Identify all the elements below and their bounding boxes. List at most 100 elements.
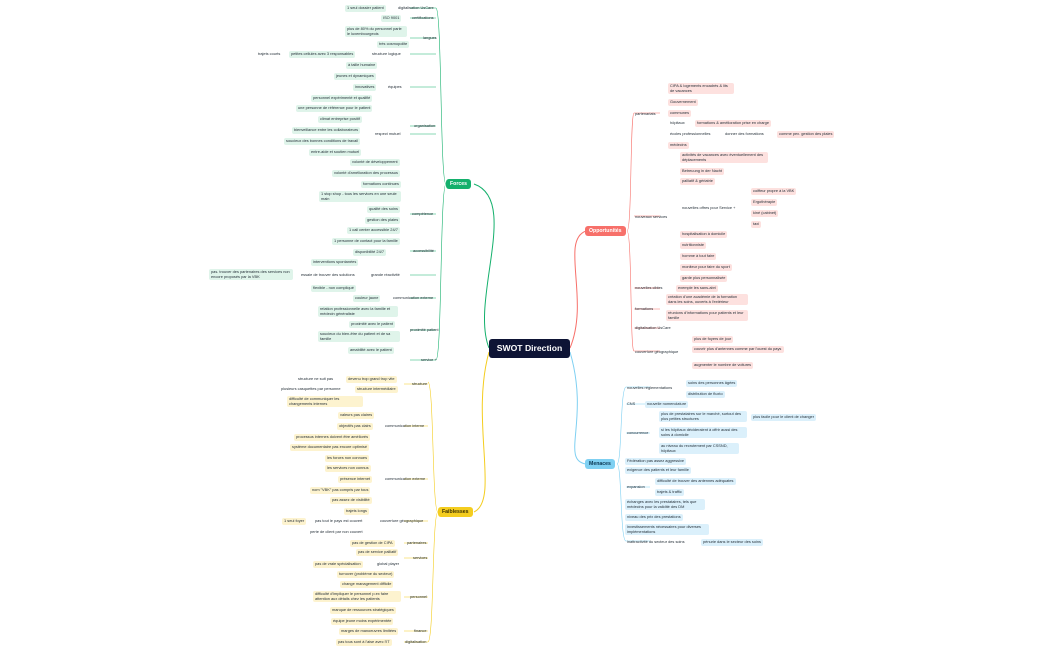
force-group-respect-mutuel[interactable]: respect mutuel xyxy=(375,131,401,136)
faib-group-structure[interactable]: structure xyxy=(412,381,428,386)
branch-faiblesses[interactable]: Faiblesses xyxy=(438,507,473,517)
force-item-bienveillance[interactable]: bienveillance entre les collaborateurs xyxy=(292,127,361,134)
faib-item-pas-vraie-spec[interactable]: pas de vraie spécialisation xyxy=(313,561,363,568)
force-item-interventions[interactable]: interventions spontanées xyxy=(311,259,359,266)
force-item-climat[interactable]: climat entreprise positif xyxy=(318,116,362,123)
force-item-entre-aide[interactable]: entre-aide et soutien mutuel xyxy=(309,149,362,156)
faib-group-partenaires[interactable]: partenaires xyxy=(407,540,427,545)
faib-group-couverture-geo[interactable]: couverture géographique xyxy=(380,518,424,523)
men-item-distribution-fluxo[interactable]: distribution de fluxto xyxy=(686,391,725,398)
men-item-nouvelle-nomenclature[interactable]: nouvelle nomenclature xyxy=(645,401,689,408)
branch-forces[interactable]: Forces xyxy=(446,179,472,189)
men-item-niveau-prix[interactable]: niveau des prix des prestations xyxy=(625,514,683,521)
force-item-une-personne[interactable]: une personne de référence pour le patien… xyxy=(296,105,373,112)
faib-item-pas-visibilite[interactable]: pas assez de visibilité xyxy=(330,497,372,504)
opp-item-betreuung[interactable]: Betreuung in der Nacht xyxy=(680,168,725,175)
faib-item-devenu-grand[interactable]: devenu trop grand trop vite xyxy=(346,376,397,383)
faib-item-systeme-doc[interactable]: système documentaire pas encore optimisé xyxy=(290,444,370,451)
force-group-digitalisation[interactable]: digitalisation UsCare xyxy=(398,5,434,10)
opp-item-homme-tout-faire[interactable]: homme à tout faire xyxy=(680,253,717,260)
faib-item-manque-ressources[interactable]: manque de ressources stratégiques xyxy=(330,607,396,614)
faib-item-difficulte-impliquer[interactable]: difficulté d'impliquer le personnel p.ex… xyxy=(313,591,401,603)
opp-item-activites-vacances[interactable]: activités de vacances avec éventuellemen… xyxy=(680,152,768,164)
faib-item-structure-ne-suit[interactable]: structure ne suit pas xyxy=(298,376,334,381)
men-item-penurie[interactable]: pénurie dans le secteur des soins xyxy=(701,539,763,546)
force-item-experimente[interactable]: personnel expérimenté et qualifié xyxy=(311,95,373,102)
force-group-langues[interactable]: langues xyxy=(423,35,437,40)
faib-item-structure-intermediaire[interactable]: structure intermédiaire xyxy=(355,386,398,393)
branch-menaces[interactable]: Menaces xyxy=(585,459,615,469)
faib-item-difficulte-communiquer[interactable]: difficulté de communiquer les changement… xyxy=(287,396,363,408)
opp-item-cipa[interactable]: CIPA & logements encadrés & lits de vaca… xyxy=(668,83,734,95)
force-group-competence[interactable]: compétence xyxy=(412,211,434,216)
opp-group-nouvelles-cibles[interactable]: nouvelles cibles xyxy=(635,285,663,290)
force-item-innovatives[interactable]: innovatives xyxy=(353,84,377,91)
men-item-exigence[interactable]: exigence des patients et leur famille xyxy=(625,467,691,474)
opp-item-nutritionniste[interactable]: nutritionniste xyxy=(680,242,707,249)
opp-item-couvrir-plus[interactable]: couvrir plus d'antennes comme par l'oues… xyxy=(692,346,784,353)
men-item-plus-facile[interactable]: plus facile pour le client de changer xyxy=(751,414,816,421)
faib-group-digitalisation[interactable]: digitalisation xyxy=(405,639,427,644)
men-item-trajets-trafic[interactable]: trajets & traffic xyxy=(655,489,684,496)
men-group-cns[interactable]: CNS xyxy=(627,401,636,406)
force-item-disponibilite[interactable]: disponibilité 24/7 xyxy=(353,249,386,256)
opp-group-digit-uscare[interactable]: digitalisation UsCare xyxy=(635,325,671,330)
men-item-echanges[interactable]: échanges avec les prestataires, tels que… xyxy=(625,499,705,511)
men-item-soins-agees[interactable]: soins des personnes âgées xyxy=(686,380,738,387)
opp-item-communes[interactable]: communes xyxy=(668,110,692,117)
faib-item-marges[interactable]: marges de manoeuvres limitées xyxy=(339,628,399,635)
opp-item-garde-plus[interactable]: garde plus personnalisée xyxy=(680,275,728,282)
faib-item-plusieurs-casquettes[interactable]: plusieurs casquettes par personne xyxy=(281,386,341,391)
opp-group-partenariats[interactable]: partenariats xyxy=(635,111,656,116)
faib-item-processus-internes[interactable]: processus internes doivent être amélioré… xyxy=(294,434,371,441)
opp-item-nouvelles-offres[interactable]: nouvelles offres pour Service + xyxy=(682,205,736,210)
branch-opportunites[interactable]: Opportunités xyxy=(585,226,626,236)
men-item-recrutement[interactable]: au niveau du recrutement par CSSND, hôpi… xyxy=(659,443,739,455)
force-item-pas-trouver[interactable]: pas. trouver des partenaires des service… xyxy=(209,269,293,281)
opp-item-formations-amel[interactable]: formations & amélioration prise en charg… xyxy=(695,120,772,127)
faib-group-personnel[interactable]: personnel xyxy=(410,594,428,599)
force-item-un-seul-dossier[interactable]: 1 seul dossier patient xyxy=(345,5,386,12)
faib-group-finance[interactable]: finance xyxy=(414,628,427,633)
opp-item-moniteur-sport[interactable]: moniteur pour faire du sport xyxy=(680,264,732,271)
men-item-plus-prestataires[interactable]: plus de prestataires sur le marché, surt… xyxy=(659,411,747,423)
force-item-trajets-courts[interactable]: trajets courts xyxy=(258,51,281,56)
opp-item-medecins[interactable]: médecins xyxy=(668,142,689,149)
force-item-amabilite[interactable]: amabilité avec le patient xyxy=(348,347,394,354)
men-item-investissements[interactable]: investissements nécessaires pour diverse… xyxy=(625,524,709,536)
faib-item-forces-non-connues[interactable]: les forces non connues xyxy=(325,455,370,462)
opp-item-coiffeur[interactable]: coiffeur propre à la VBK xyxy=(751,188,797,195)
opp-item-plus-foyers[interactable]: plus de foyers de jour xyxy=(692,336,734,343)
force-item-volonte-dev[interactable]: volonté de développement xyxy=(350,159,400,166)
force-group-reactivite[interactable]: grande réactivité xyxy=(371,272,400,277)
faib-item-change-management[interactable]: change management difficile xyxy=(340,581,394,588)
force-group-proximite-patient[interactable]: proximité patient xyxy=(410,327,439,332)
opp-item-kine[interactable]: kiné (cabinet) xyxy=(751,210,779,217)
force-item-bien-etre[interactable]: soucieux du bien-être du patient et de s… xyxy=(318,331,400,343)
force-item-volonte-amel[interactable]: volonté d'amélioration des processus xyxy=(332,170,400,177)
faib-item-valeurs[interactable]: valeurs pas claires xyxy=(338,412,375,419)
faib-item-pas-gestion-cipa[interactable]: pas de gestion de CIPA xyxy=(350,540,395,547)
men-group-concurrence[interactable]: concurrence xyxy=(627,430,649,435)
force-group-organisation[interactable]: organisation xyxy=(414,123,436,128)
men-group-inattractivite[interactable]: inattractivité du secteur des soins xyxy=(627,539,685,544)
force-item-qualite-soins[interactable]: qualité des soins xyxy=(367,206,400,213)
force-group-structure-logique[interactable]: structure logique xyxy=(372,51,401,56)
force-group-comm-externe[interactable]: communication externe xyxy=(393,295,434,300)
force-item-formations-continues[interactable]: formations continues xyxy=(361,181,401,188)
opp-item-comme-pex[interactable]: comme pex. gestion des plaies xyxy=(777,131,835,138)
men-item-federation[interactable]: Fédération pas assez aggressive xyxy=(625,458,687,465)
opp-item-sans-abri[interactable]: exemple les sans-abri xyxy=(676,285,718,292)
faib-item-perte-client[interactable]: perte de client par non couvert xyxy=(310,529,363,534)
men-group-expansion[interactable]: expansion xyxy=(627,484,645,489)
faib-item-un-seul-foyer[interactable]: 1 seul foyer xyxy=(282,518,307,525)
force-item-proximite-avec[interactable]: proximité avec le patient xyxy=(349,321,395,328)
opp-item-hopitaux[interactable]: hôpitaux xyxy=(670,120,685,125)
faib-item-global-player[interactable]: global player xyxy=(377,561,400,566)
force-item-one-stop[interactable]: 1 stop shop - tous les services en une s… xyxy=(319,191,401,203)
faib-group-services[interactable]: services xyxy=(413,555,428,560)
opp-item-reunions[interactable]: réunions d'informations pour patients et… xyxy=(666,310,748,322)
faib-item-trajets-longs[interactable]: trajets longs xyxy=(344,508,369,515)
opp-item-hospitalisation[interactable]: hospitalisation à domicile xyxy=(680,231,728,238)
faib-item-pas-tous-it[interactable]: pas tous sont à l'aise avec l'IT xyxy=(336,639,392,646)
